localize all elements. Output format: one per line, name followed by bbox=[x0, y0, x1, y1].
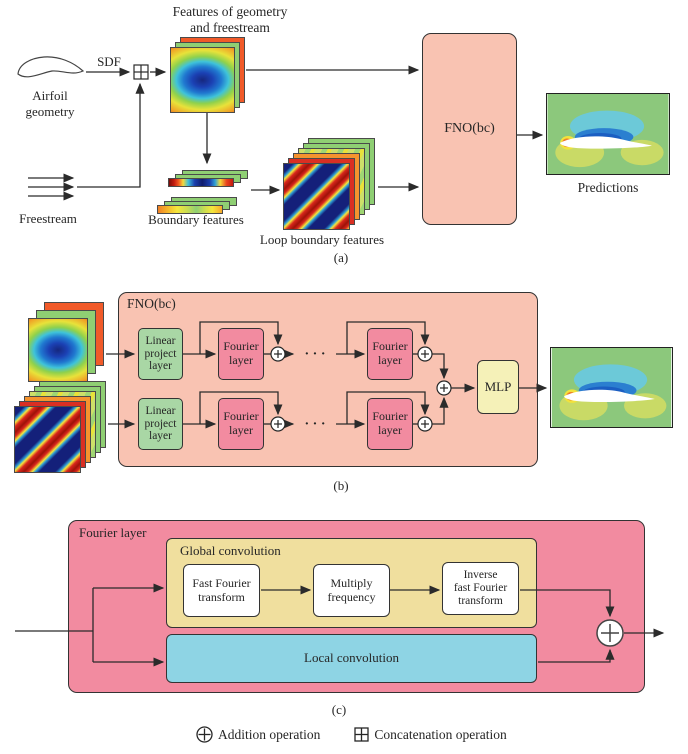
boundary-strip2-front bbox=[157, 205, 223, 214]
legend-addition: Addition operation bbox=[196, 726, 320, 743]
predictions-image bbox=[546, 93, 670, 175]
b-bot-image-front bbox=[14, 406, 81, 473]
legend-concatenation-label: Concatenation operation bbox=[374, 726, 507, 742]
linear-project-layer-bottom: Linear project layer bbox=[138, 398, 183, 450]
fno-b-title: FNO(bc) bbox=[127, 296, 176, 311]
fno-block-a: FNO(bc) bbox=[422, 33, 517, 225]
features-title: Features of geometry and freestream bbox=[172, 4, 288, 36]
fno-block-b bbox=[118, 292, 538, 467]
local-convolution-box: Local convolution bbox=[166, 634, 537, 683]
output-image-b bbox=[550, 347, 673, 428]
fourier-layer-box-2: Fourier layer bbox=[367, 328, 413, 380]
fourier-layer-box-4: Fourier layer bbox=[367, 398, 413, 450]
concatenation-operation-icon bbox=[354, 727, 370, 742]
concatenation-node-icon bbox=[133, 64, 149, 80]
multiply-frequency-box: Multiply frequency bbox=[313, 564, 390, 617]
mlp-box: MLP bbox=[477, 360, 519, 414]
feature-heatmap-image bbox=[170, 47, 235, 113]
loop-image-front bbox=[283, 163, 350, 230]
linear-project-layer-top: Linear project layer bbox=[138, 328, 183, 380]
inverse-fft-box: Inverse fast Fourier transform bbox=[442, 562, 519, 615]
addition-operation-icon bbox=[196, 726, 213, 743]
boundary-label: Boundary features bbox=[148, 212, 244, 227]
fourier-layer-box-3: Fourier layer bbox=[218, 398, 264, 450]
legend-addition-label: Addition operation bbox=[218, 726, 321, 742]
loop-label: Loop boundary features bbox=[259, 232, 385, 247]
airfoil-outline bbox=[17, 56, 85, 78]
legend-concatenation: Concatenation operation bbox=[354, 726, 507, 743]
fourier-layer-box-1: Fourier layer bbox=[218, 328, 264, 380]
freestream-label: Freestream bbox=[19, 211, 77, 226]
predictions-label: Predictions bbox=[577, 180, 639, 195]
b-top-heatmap-image bbox=[28, 318, 88, 382]
caption-c: (c) bbox=[331, 702, 347, 717]
boundary-strip-front bbox=[168, 178, 234, 187]
airfoil-label: Airfoil geometry bbox=[25, 88, 75, 119]
fourier-layer-title: Fourier layer bbox=[79, 525, 147, 540]
fft-box: Fast Fourier transform bbox=[183, 564, 260, 617]
caption-b: (b) bbox=[333, 478, 349, 493]
ellipsis-top: · · · bbox=[304, 347, 326, 362]
ellipsis-bottom: · · · bbox=[304, 417, 326, 432]
legend: Addition operation Concatenation operati… bbox=[196, 726, 507, 743]
sdf-label: SDF bbox=[97, 54, 121, 69]
global-convolution-label: Global convolution bbox=[180, 543, 281, 558]
caption-a: (a) bbox=[333, 250, 349, 265]
